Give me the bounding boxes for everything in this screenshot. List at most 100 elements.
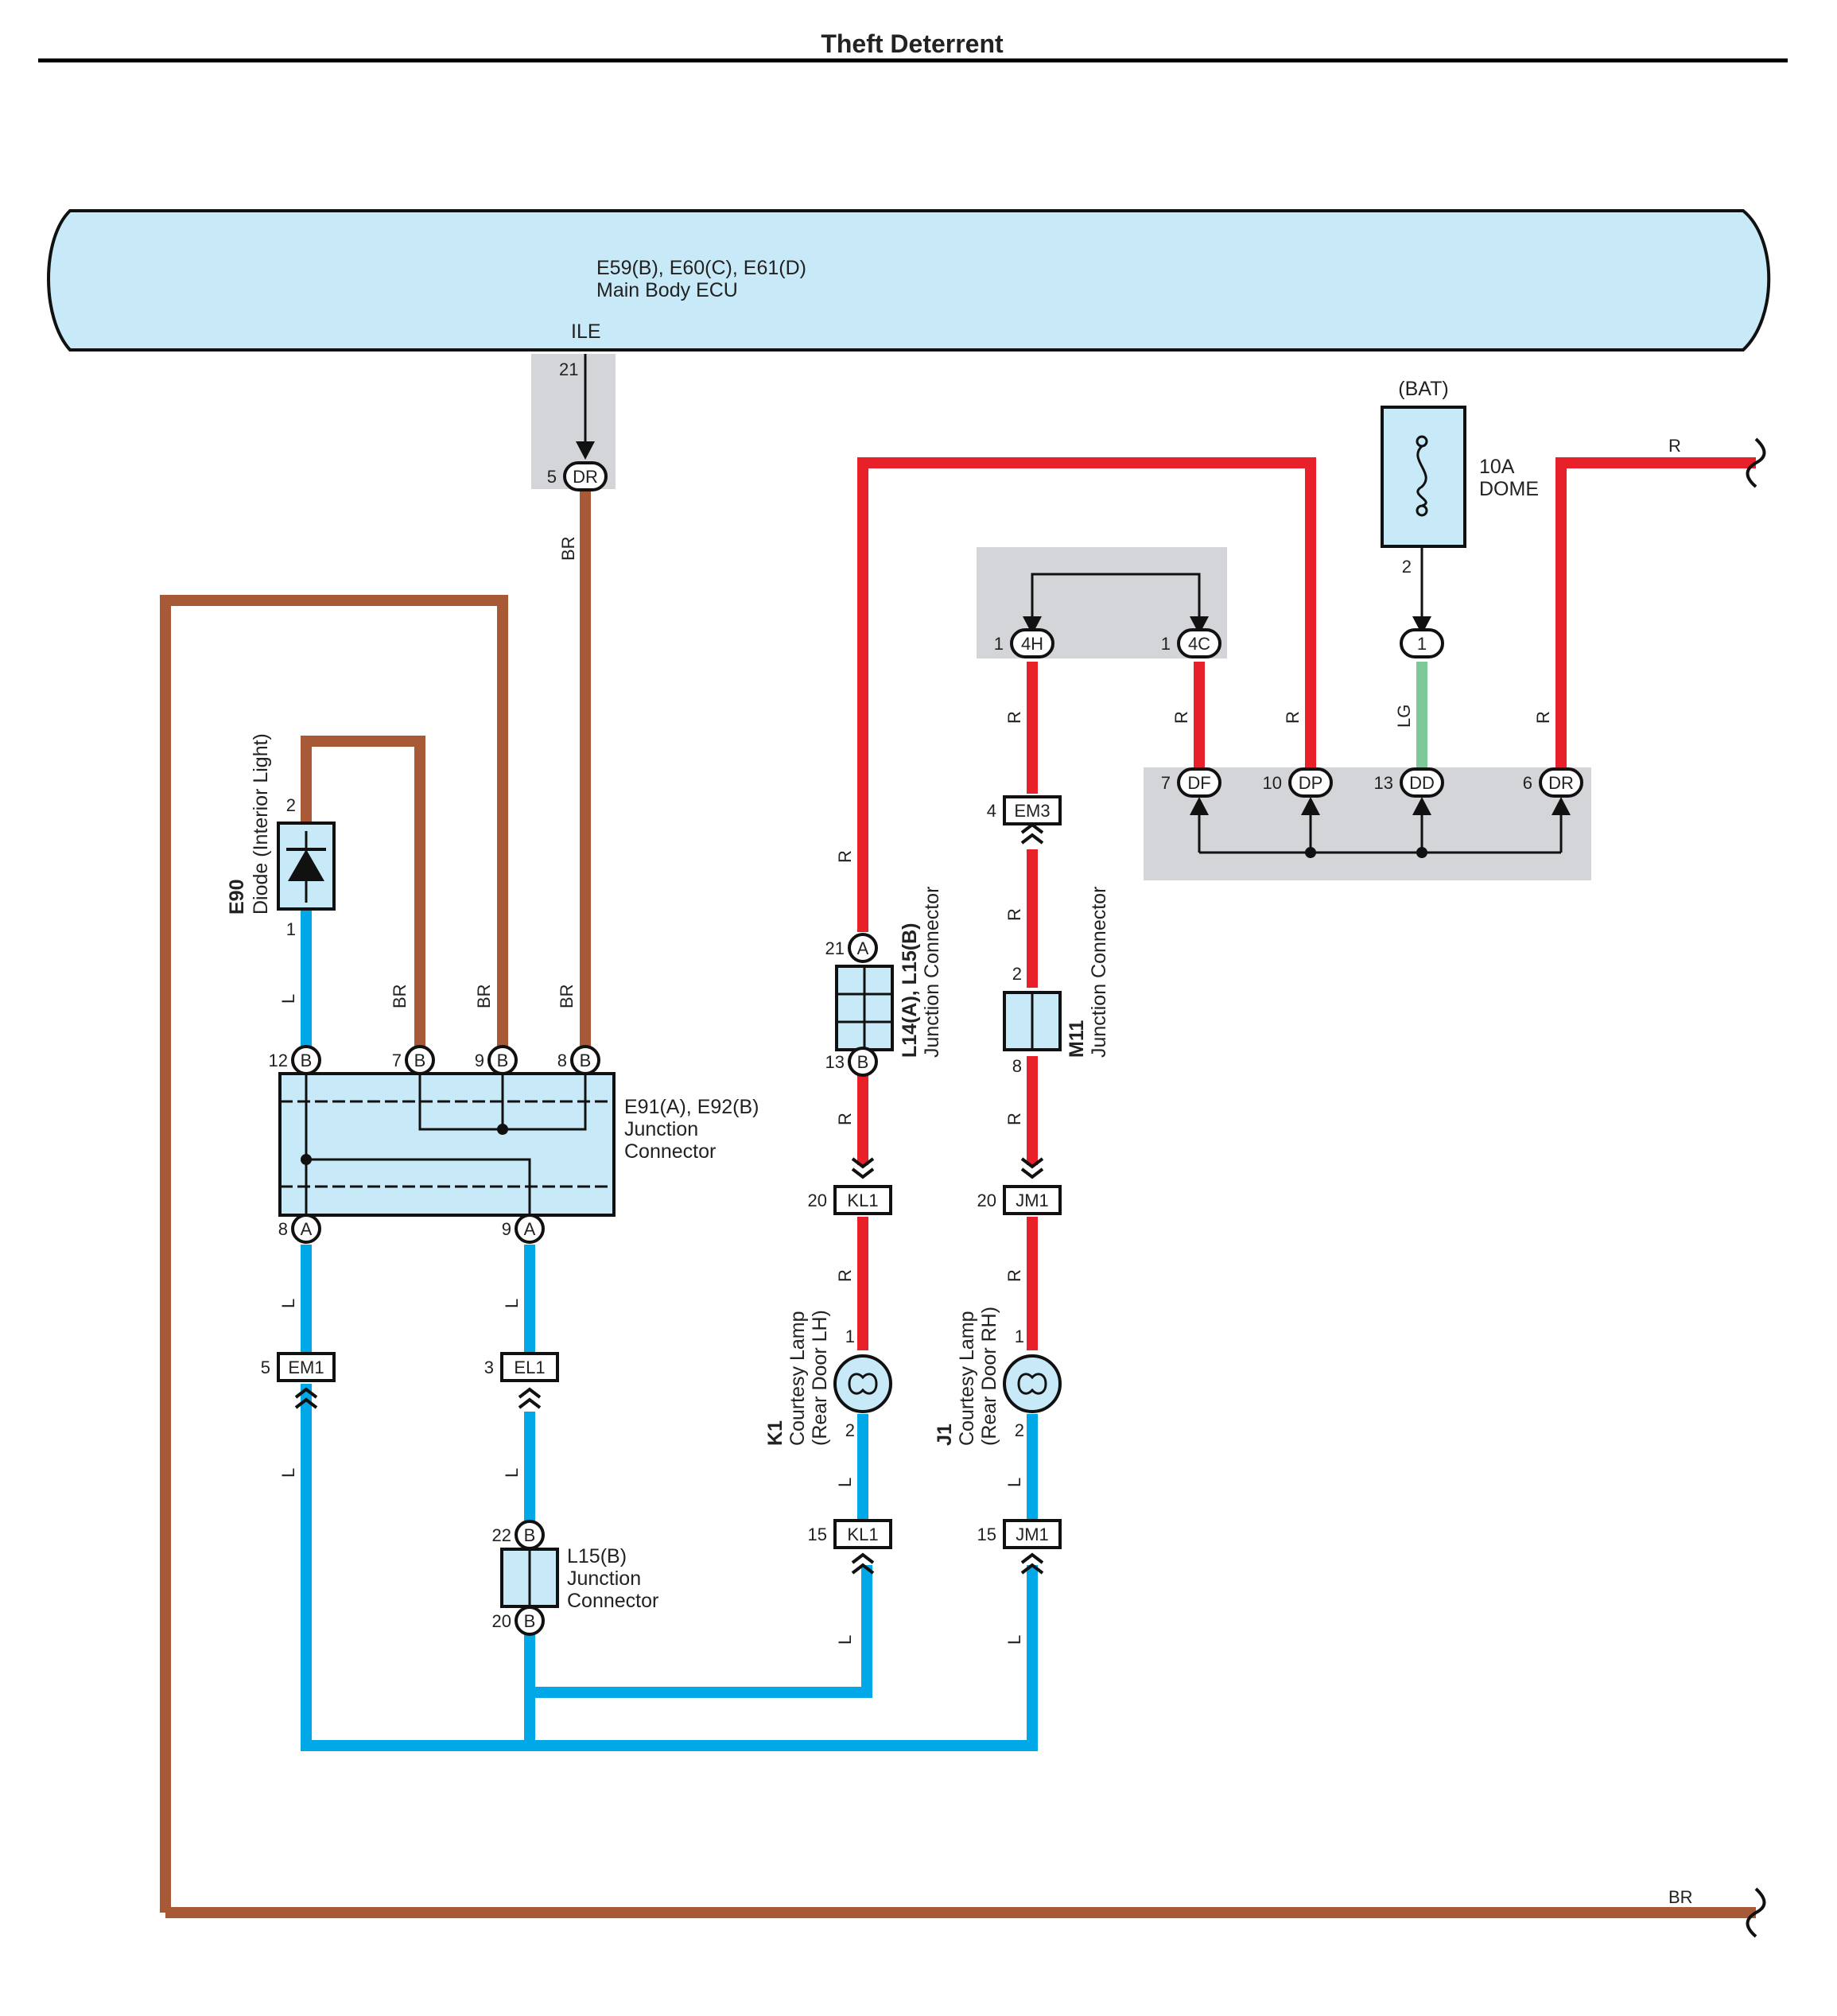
lamp-j1-id: J1 [934,1424,956,1446]
fuse-dome [1381,406,1466,548]
pin-a9: 9 [502,1219,511,1239]
svg-text:EM1: EM1 [288,1358,324,1377]
pin-b7: 7 [392,1051,402,1070]
lamp-k1-line2: (Rear Door LH) [809,1310,831,1446]
wire-label-br-2: BR [390,984,410,1008]
connector-jm1-bot: JM1 [1003,1519,1062,1549]
ecu-terminal-ile: ILE [571,320,601,343]
connector-b8: B [570,1045,600,1075]
junction-l14-desc: Junction Connector [921,887,943,1058]
wire-label-l-1: L [278,994,298,1004]
pin-b8: 8 [557,1051,567,1070]
pin-l14-a: 21 [825,938,845,958]
diode-pin-top: 2 [286,795,296,815]
pin-dr-right: 6 [1523,773,1532,793]
wire-label-br-1: BR [558,536,578,561]
svg-text:A: A [857,938,869,958]
wire-label-r-3: R [835,1269,855,1282]
wire-label-l-8: L [835,1635,855,1645]
junction-m11-pin-top: 2 [1012,964,1022,984]
svg-text:B: B [580,1051,592,1070]
wire-label-l-2: L [278,1299,298,1308]
lamp-k1-line1: Courtesy Lamp [786,1311,809,1446]
pin-b9: 9 [475,1051,484,1070]
wire-color-labels: BR BR BR BR BR R R R R R R R R R R R LG … [278,436,1693,1907]
fuse-element [1416,445,1427,507]
connector-dd: DD [1400,767,1444,798]
wire-label-br-3: BR [474,984,494,1008]
connector-em3: EM3 [1003,795,1062,825]
pin-l15-b22: 22 [492,1525,511,1545]
pin-df: 7 [1161,773,1171,793]
connector-fuse-in: 1 [1400,628,1444,658]
diode-pin-bottom: 1 [286,919,296,939]
junction-m11-id: M11 [1066,1020,1088,1058]
pin-4c: 1 [1161,634,1171,654]
connector-kl1-bot: KL1 [833,1519,892,1549]
diode-id: E90 [226,880,248,915]
wire-end-brown [1746,1887,1766,1938]
lamp-k1-filament [848,1373,878,1395]
wire-label-r-6: R [1004,1113,1024,1125]
junction-e91-body [278,1072,616,1217]
svg-text:B: B [414,1051,426,1070]
connector-kl1-top: KL1 [833,1185,892,1215]
svg-text:B: B [301,1051,313,1070]
connector-l15-b20: B [515,1606,545,1636]
wire-label-l-3: L [502,1299,522,1308]
connector-b12: B [291,1045,321,1075]
wire-end-red [1746,437,1766,488]
connector-4h: 4H [1010,628,1054,658]
wire-label-r-1: R [835,850,855,863]
pin-dd: 13 [1374,773,1393,793]
connector-dp: DP [1288,767,1333,798]
connector-dr-right: DR [1539,767,1583,798]
lamp-k1-pin-bottom: 2 [845,1420,855,1440]
connector-b9: B [487,1045,518,1075]
svg-text:B: B [497,1051,509,1070]
wire-label-l-6: L [835,1478,855,1487]
wire-label-br-5: BR [1668,1887,1693,1907]
wire-label-l-7: L [1004,1478,1024,1487]
junction-l14-id: L14(A), L15(B) [899,923,921,1058]
wire-label-l-4: L [278,1468,298,1478]
wire-label-lg: LG [1394,705,1414,728]
svg-text:A: A [301,1219,313,1239]
pin-kl1-bot: 15 [808,1525,827,1544]
fuse-pin-out: 2 [1402,557,1412,577]
svg-text:4H: 4H [1021,634,1043,654]
svg-text:DF: DF [1187,773,1210,793]
junction-e91-dot2 [301,1154,312,1165]
junction-l15-line3: Connector [567,1590,658,1612]
connector-l14-a: A [848,933,878,963]
svg-text:EM3: EM3 [1014,801,1050,821]
connector-df: DF [1177,767,1221,798]
junction-l15-line2: Junction [567,1567,641,1590]
page-title: Theft Deterrent [821,29,1004,58]
blue-wires [301,911,1038,1751]
diode-desc: Diode (Interior Light) [250,733,272,915]
connector-l15-b22: B [515,1520,545,1550]
pin-el1: 3 [484,1358,494,1377]
junction-m11-pin-bottom: 8 [1012,1056,1022,1076]
pin-a8: 8 [278,1219,288,1239]
svg-text:DP: DP [1299,773,1323,793]
arrows-and-dots [576,441,1571,858]
pin-jm1-top: 20 [977,1191,996,1210]
ecu-desc: Main Body ECU [596,279,738,301]
pin-em3: 4 [987,801,996,821]
wire-label-r-top: R [1668,436,1681,456]
svg-text:JM1: JM1 [1016,1191,1049,1210]
lamp-j1-line1: Courtesy Lamp [956,1311,978,1446]
lamp-j1-line2: (Rear Door RH) [978,1307,1000,1446]
connector-a8: A [291,1214,321,1244]
wire-label-l-5: L [502,1468,522,1478]
wire-label-r-7: R [1004,1269,1024,1282]
junction-e91-line1: E91(A), E92(B) [624,1096,759,1118]
svg-text:DD: DD [1409,773,1435,793]
ecu-body [47,209,1771,352]
pin-dp: 10 [1263,773,1282,793]
connector-el1: EL1 [500,1352,559,1382]
junction-l15-line1: L15(B) [567,1545,627,1567]
pin-jm1-bot: 15 [977,1525,996,1544]
